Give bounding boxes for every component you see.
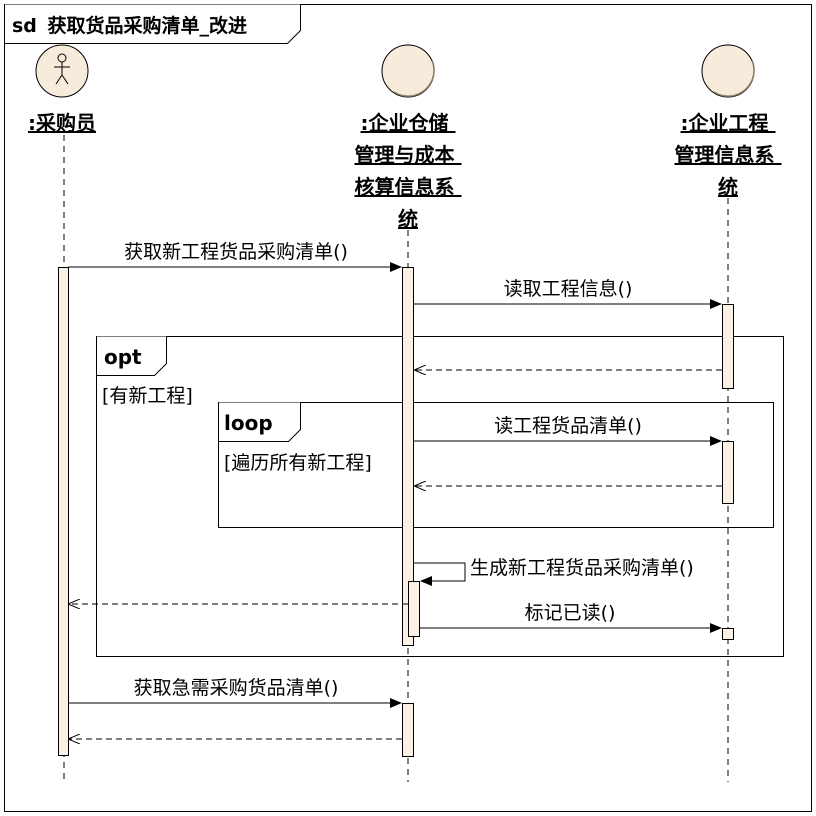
lifeline-label-line: :采购员 [28,111,96,135]
boundary-icon [381,44,435,98]
message-read-project-goods-list: 读工程货品清单() [414,415,722,446]
lifeline-label-line: 统 [398,207,418,231]
lifeline-label-line: 管理与成本 [355,143,455,167]
self-message-generate-purchase-list: 生成新工程货品采购清单() [414,557,694,586]
lifeline-label-buyer: :采购员 [28,111,96,135]
message-label: 读工程货品清单() [494,415,642,437]
activation-bar [722,441,734,504]
message-label: 获取急需采购货品清单() [134,677,339,699]
fragment-guard: [有新工程] [102,385,193,407]
activation-bar [408,581,420,637]
activation-bar [402,267,414,646]
frame-keyword: sd [12,15,37,37]
lifeline-label-line: :企业工程 [681,111,769,135]
actor-icon [35,44,89,98]
activation-bar [402,703,414,757]
lifeline-label-line: 统 [718,175,738,199]
message-read-project-info: 读取工程信息() [414,278,722,309]
message-label: 生成新工程货品采购清单() [470,557,694,579]
message-label: 获取新工程货品采购清单() [124,241,348,263]
message-get-urgent-purchase-list: 获取急需采购货品清单() [68,677,402,708]
lifeline-label-line: :企业仓储 [361,111,449,135]
activation-bar [722,628,734,640]
lifeline-label-engineering-system: :企业工程 管理信息系 统 [675,111,782,199]
boundary-icon [701,44,755,98]
frame-title-tab [4,4,301,44]
fragment-operator: loop [224,411,273,435]
message-label: 标记已读() [525,602,616,624]
message-label: 读取工程信息() [504,278,633,300]
fragment-opt: opt [有新工程] [96,336,784,657]
message-get-new-project-list: 获取新工程货品采购清单() [68,241,402,272]
fragment-guard: [遍历所有新工程] [224,452,372,474]
frame-title-text: 获取货品采购清单_改进 [48,14,248,37]
activation-bar [58,267,69,756]
activation-bar [722,304,734,389]
fragment-operator: opt [104,345,142,369]
fragment-loop: loop [遍历所有新工程] [218,402,774,528]
lifeline-label-warehouse-system: :企业仓储 管理与成本 核算信息系 统 [355,111,462,231]
frame-title: sd 获取货品采购清单_改进 [12,14,247,37]
lifeline-label-line: 核算信息系 [355,175,455,199]
lifeline-label-line: 管理信息系 [675,143,775,167]
message-mark-read: 标记已读() [420,602,722,633]
